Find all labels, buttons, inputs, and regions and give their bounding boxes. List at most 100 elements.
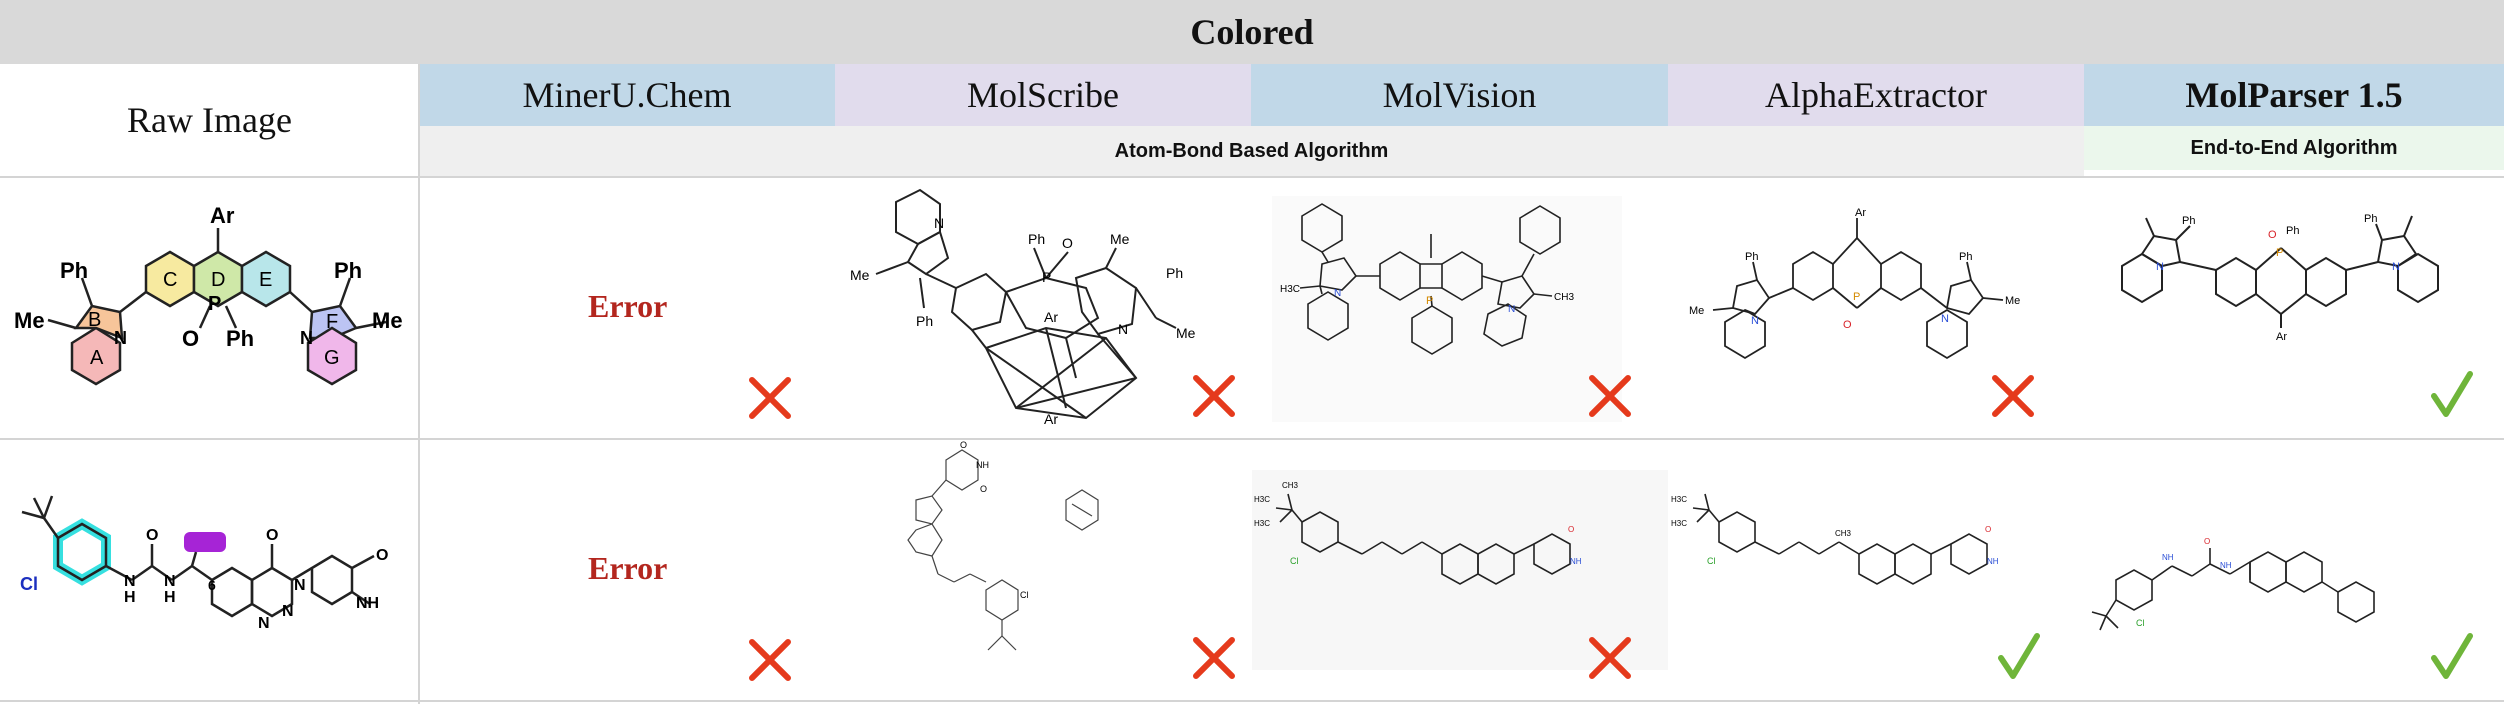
column-divider: [418, 64, 420, 704]
alpha-label-n1: N: [1751, 315, 1759, 327]
alpha2-label-nh: NH: [1987, 557, 1999, 566]
cross-icon: [1992, 375, 2034, 417]
molscribe-label-n2: N: [1118, 321, 1128, 337]
alpha-label-ph1: Ph: [1745, 251, 1758, 263]
row-divider: [0, 438, 2504, 440]
molscribe-label-me2: Me: [1110, 231, 1130, 247]
molparser-label-o: O: [2268, 229, 2277, 241]
raw2-label-o1: O: [146, 527, 158, 544]
alpha-label-n2: N: [1941, 313, 1949, 325]
alpha-label-ph2: Ph: [1959, 251, 1972, 263]
cross-icon: [1193, 637, 1235, 679]
column-header-molvision: MolVision: [1251, 64, 1668, 126]
table-title: Colored: [0, 0, 2504, 64]
molvision2-label-ch3: CH3: [1282, 481, 1299, 490]
molvision2-label-cl: Cl: [1290, 556, 1299, 566]
cross-icon: [749, 639, 791, 681]
raw-label-me-right: Me: [372, 308, 403, 333]
molscribe-label-ph1: Ph: [1028, 231, 1045, 247]
result-molvision-row1: H3C CH3 P N N: [1252, 178, 1668, 438]
alpha2-label-h3c2: H3C: [1671, 519, 1687, 528]
alpha2-label-h3c1: H3C: [1671, 495, 1687, 504]
alpha-label-p: P: [1853, 291, 1860, 303]
check-icon: [2431, 371, 2473, 417]
raw-label-ring-g: G: [324, 347, 340, 369]
result-molparser-row1: Ph Ph Ph O P Ar N N: [2086, 178, 2504, 438]
molvision-label-ch3: CH3: [1554, 292, 1574, 303]
molparser-label-p: P: [2276, 247, 2283, 259]
result-molscribe-row2: NH O O Cl: [836, 440, 1251, 700]
check-icon: [2431, 633, 2473, 679]
molparser-label-n2: N: [2392, 261, 2400, 273]
result-alphaextractor-row2: H3C H3C CH3 Cl NH O: [1669, 440, 2084, 700]
molvision-label-n2: N: [1508, 304, 1515, 315]
result-molscribe-row1: Ph O P Me Me Ph Ph Ar Ar N N Me: [836, 178, 1251, 438]
result-molparser-row2: Cl NH NH O: [2086, 440, 2504, 700]
result-mineru-row2: Error: [420, 440, 835, 700]
molscribe-label-o: O: [1062, 235, 1073, 251]
molscribe-label-n1: N: [934, 215, 944, 231]
molscribe-label-p: P: [1042, 269, 1051, 285]
alpha-label-ar: Ar: [1855, 207, 1866, 219]
raw-label-ring-b: B: [88, 309, 101, 331]
raw2-label-n1: N: [124, 573, 136, 590]
raw-label-ar: Ar: [210, 203, 235, 228]
result-alphaextractor-row1: Ar Ph Ph Me Me P O N N: [1669, 178, 2084, 438]
molparser2-label-o: O: [2204, 537, 2210, 546]
alpha-label-me2: Me: [2005, 295, 2020, 307]
molparser-label-ph1: Ph: [2182, 215, 2195, 227]
raw-label-ring-f: F: [326, 311, 338, 333]
molvision2-label-o: O: [1568, 525, 1574, 534]
alpha2-label-cl: Cl: [1707, 556, 1716, 566]
molscribe-label-ph2: Ph: [916, 313, 933, 329]
raw-label-ring-c: C: [163, 269, 177, 291]
raw2-label-n3: N: [294, 577, 306, 594]
molvision2-label-h3c1: H3C: [1254, 495, 1270, 504]
raw-label-p: P: [208, 293, 221, 315]
raw-label-n-left: N: [114, 328, 127, 348]
alpha-label-o: O: [1843, 319, 1852, 331]
raw-label-n-right: N: [300, 328, 313, 348]
cross-icon: [1589, 375, 1631, 417]
molparser2-label-nh1: NH: [2162, 553, 2174, 562]
cross-icon: [749, 377, 791, 419]
molscribe2-label-o2: O: [960, 440, 967, 450]
raw-label-ring-a: A: [90, 347, 104, 369]
column-header-alphaextractor: AlphaExtractor: [1668, 64, 2084, 126]
column-header-mineru: MinerU.Chem: [419, 64, 835, 126]
alpha-label-me1: Me: [1689, 305, 1704, 317]
row-divider: [0, 176, 2504, 178]
molparser-label-ph3: Ph: [2286, 225, 2299, 237]
raw-image-header: Raw Image: [0, 64, 419, 176]
molparser2-label-cl: Cl: [2136, 618, 2145, 628]
error-label: Error: [588, 550, 668, 586]
molscribe-label-ar2: Ar: [1044, 411, 1058, 427]
raw-label-ph-right: Ph: [334, 258, 362, 283]
column-header-molparser: MolParser 1.5: [2084, 64, 2504, 126]
molparser-label-ar: Ar: [2276, 331, 2287, 343]
molvision-label-n1: N: [1334, 288, 1341, 299]
raw2-label-o2: O: [266, 527, 278, 544]
molvision-label-p: P: [1426, 295, 1433, 307]
molparser2-label-nh2: NH: [2220, 561, 2232, 570]
raw-image-row1: Ar Ph Me Ph O Ph Me P A B C D E F G N N: [0, 178, 418, 438]
result-molvision-row2: H3C H3C CH3 Cl NH O: [1252, 440, 1668, 700]
alpha2-label-o: O: [1985, 525, 1991, 534]
molscribe2-label-nh: NH: [976, 460, 989, 470]
result-mineru-row1: Error: [420, 178, 835, 438]
raw2-label-n5: N: [282, 603, 294, 620]
molscribe-label-ph3: Ph: [1166, 265, 1183, 281]
cross-icon: [1589, 637, 1631, 679]
raw-image-row2: Cl H N H N 6 O O O NH N N N: [0, 440, 418, 700]
column-header-molscribe: MolScribe: [835, 64, 1251, 126]
category-atom-bond: Atom-Bond Based Algorithm: [419, 126, 2084, 176]
molparser-label-ph2: Ph: [2364, 213, 2377, 225]
molscribe2-label-cl: Cl: [1020, 590, 1029, 600]
raw-label-ph-p: Ph: [226, 326, 254, 351]
raw-label-ph-left: Ph: [60, 258, 88, 283]
raw2-label-n2: N: [164, 573, 176, 590]
molscribe-label-me3: Me: [1176, 325, 1196, 341]
raw2-label-nh: NH: [356, 595, 379, 612]
molparser-label-n1: N: [2156, 261, 2164, 273]
molvision-label-h3c: H3C: [1280, 284, 1300, 295]
